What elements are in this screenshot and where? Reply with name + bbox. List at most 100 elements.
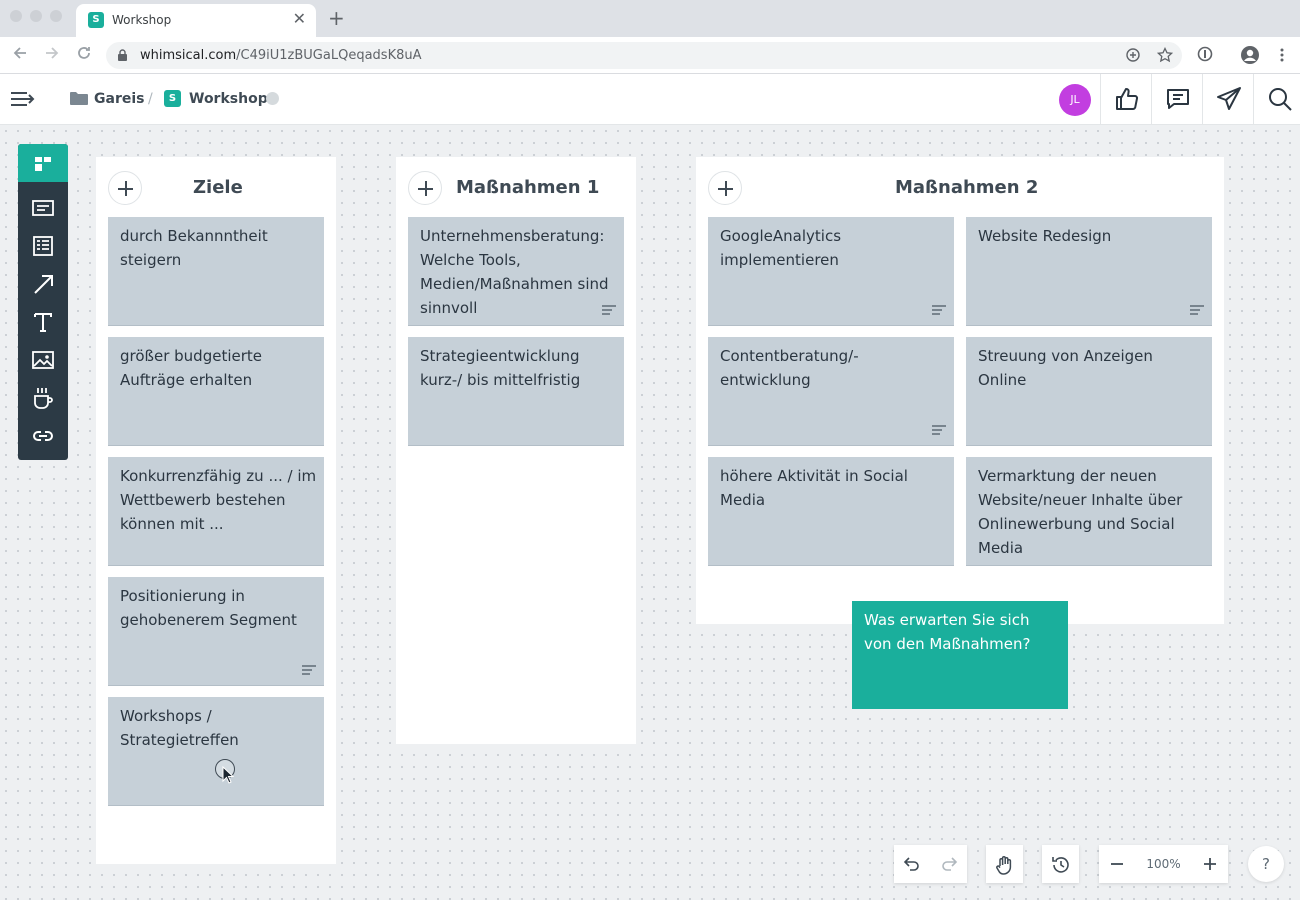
card-text: Vermarktung der neuen Website/neuer Inha…	[978, 467, 1183, 557]
checklist-icon	[33, 236, 53, 256]
boards-icon	[35, 157, 51, 171]
breadcrumb-folder[interactable]: Gareis	[94, 91, 145, 107]
avatar[interactable]: JL	[1059, 84, 1091, 116]
card-text: Website Redesign	[978, 227, 1112, 245]
search-button[interactable]	[1253, 74, 1300, 125]
url-text: whimsical.com/C49iU1zBUGaLQeqadsK8uA	[140, 47, 422, 64]
undo-redo-group	[894, 845, 967, 883]
redo-button[interactable]	[931, 845, 967, 883]
tool-boards[interactable]	[18, 144, 68, 182]
card-text: Workshops / Strategietreffen	[120, 707, 239, 749]
reload-icon[interactable]	[76, 45, 92, 61]
zoom-level[interactable]: 100%	[1146, 857, 1181, 871]
card[interactable]: GoogleAnalytics implementieren	[708, 217, 954, 325]
card[interactable]: Konkurrenzfähig zu ... / im Wettbewerb b…	[108, 457, 324, 565]
hand-icon	[996, 856, 1012, 875]
card-text: Konkurrenzfähig zu ... / im Wettbewerb b…	[120, 467, 317, 533]
breadcrumb-document[interactable]: Workshop	[189, 91, 268, 107]
bookmark-star-icon[interactable]	[1157, 47, 1173, 63]
card[interactable]: Unternehmensberatung: Welche Tools, Medi…	[408, 217, 624, 325]
url-field[interactable]: whimsical.com/C49iU1zBUGaLQeqadsK8uA	[106, 42, 1182, 69]
history-group	[1042, 845, 1079, 883]
breadcrumb-separator: /	[148, 91, 153, 107]
comments-button[interactable]	[1151, 74, 1202, 125]
minus-icon	[1111, 863, 1123, 865]
lock-icon	[118, 49, 127, 61]
column-title[interactable]: Ziele	[193, 177, 243, 198]
url-host: whimsical.com	[140, 48, 237, 63]
app-header: Gareis / S Workshop JL	[0, 74, 1300, 125]
card-text: Unternehmensberatung: Welche Tools, Medi…	[420, 227, 609, 317]
tool-card[interactable]	[18, 188, 68, 226]
column-title[interactable]: Maßnahmen 2	[895, 177, 1039, 198]
notes-icon[interactable]	[302, 665, 316, 675]
notes-icon[interactable]	[602, 305, 616, 315]
forward-arrow-icon[interactable]	[44, 45, 60, 61]
card[interactable]: Strategieentwicklung kurz-/ bis mittelfr…	[408, 337, 624, 445]
extension-icon[interactable]	[1197, 46, 1213, 62]
paper-plane-icon	[1217, 87, 1241, 110]
profile-icon[interactable]	[1240, 45, 1260, 65]
card-text: Strategieentwicklung kurz-/ bis mittelfr…	[420, 347, 581, 389]
sticky-note[interactable]: Was erwarten Sie sich von den Maßnahmen?	[852, 601, 1068, 709]
cup-icon	[34, 388, 53, 409]
card-text: größer budgetierte Aufträge erhalten	[120, 347, 263, 389]
insert-toolbar	[18, 144, 68, 460]
comment-icon	[1167, 89, 1189, 109]
window-minimize-dot[interactable]	[30, 10, 42, 22]
card[interactable]: Streuung von Anzeigen Online	[966, 337, 1212, 445]
tool-stickers[interactable]	[18, 378, 68, 416]
image-icon	[32, 351, 54, 369]
pan-tool-group	[986, 845, 1023, 883]
card[interactable]: Contentberatung/-entwicklung	[708, 337, 954, 445]
browser-tab[interactable]: S Workshop ✕	[76, 4, 316, 37]
back-arrow-icon[interactable]	[12, 45, 28, 61]
like-button[interactable]	[1100, 74, 1151, 125]
folder-icon	[70, 92, 88, 105]
mouse-pointer-icon	[222, 766, 234, 784]
card[interactable]: durch Bekannntheit steigern	[108, 217, 324, 325]
card[interactable]: Vermarktung der neuen Website/neuer Inha…	[966, 457, 1212, 565]
notes-icon[interactable]	[932, 305, 946, 315]
tool-image[interactable]	[18, 340, 68, 378]
history-button[interactable]	[1042, 845, 1078, 883]
card[interactable]: Workshops / Strategietreffen	[108, 697, 324, 805]
undo-button[interactable]	[894, 845, 930, 883]
browser-address-bar: whimsical.com/C49iU1zBUGaLQeqadsK8uA	[0, 37, 1300, 74]
url-path: /C49iU1zBUGaLQeqadsK8uA	[236, 48, 422, 63]
tool-connector[interactable]	[18, 264, 68, 302]
column-title[interactable]: Maßnahmen 1	[456, 177, 600, 198]
card-icon	[32, 200, 54, 216]
add-card-button[interactable]	[408, 171, 442, 205]
saved-check-icon	[266, 92, 279, 105]
add-card-button[interactable]	[108, 171, 142, 205]
more-menu-icon[interactable]	[1277, 47, 1287, 63]
install-app-icon[interactable]	[1126, 48, 1140, 62]
card[interactable]: Website Redesign	[966, 217, 1212, 325]
card[interactable]: größer budgetierte Aufträge erhalten	[108, 337, 324, 445]
sticky-note-text: Was erwarten Sie sich von den Maßnahmen?	[864, 611, 1031, 653]
card[interactable]: höhere Aktivität in Social Media	[708, 457, 954, 565]
help-button[interactable]: ?	[1248, 846, 1284, 882]
card[interactable]: Positionierung in gehobenerem Segment	[108, 577, 324, 685]
zoom-out-button[interactable]	[1099, 845, 1135, 883]
share-button[interactable]	[1202, 74, 1253, 125]
history-icon	[1052, 857, 1069, 873]
tool-text[interactable]	[18, 302, 68, 340]
notes-icon[interactable]	[932, 425, 946, 435]
tool-link[interactable]	[18, 416, 68, 454]
tab-close-icon[interactable]: ✕	[292, 9, 306, 28]
pan-tool-button[interactable]	[986, 845, 1022, 883]
thumbs-up-icon	[1116, 88, 1139, 110]
add-card-button[interactable]	[708, 171, 742, 205]
new-tab-button[interactable]: +	[328, 6, 345, 30]
card-text: GoogleAnalytics implementieren	[720, 227, 842, 269]
tool-checklist[interactable]	[18, 226, 68, 264]
sidebar-toggle-icon[interactable]	[10, 88, 36, 110]
notes-icon[interactable]	[1190, 305, 1204, 315]
window-zoom-dot[interactable]	[50, 10, 62, 22]
redo-icon	[942, 857, 958, 871]
zoom-in-button[interactable]	[1192, 845, 1228, 883]
window-close-dot[interactable]	[10, 10, 22, 22]
whimsical-favicon-icon: S	[88, 12, 104, 28]
